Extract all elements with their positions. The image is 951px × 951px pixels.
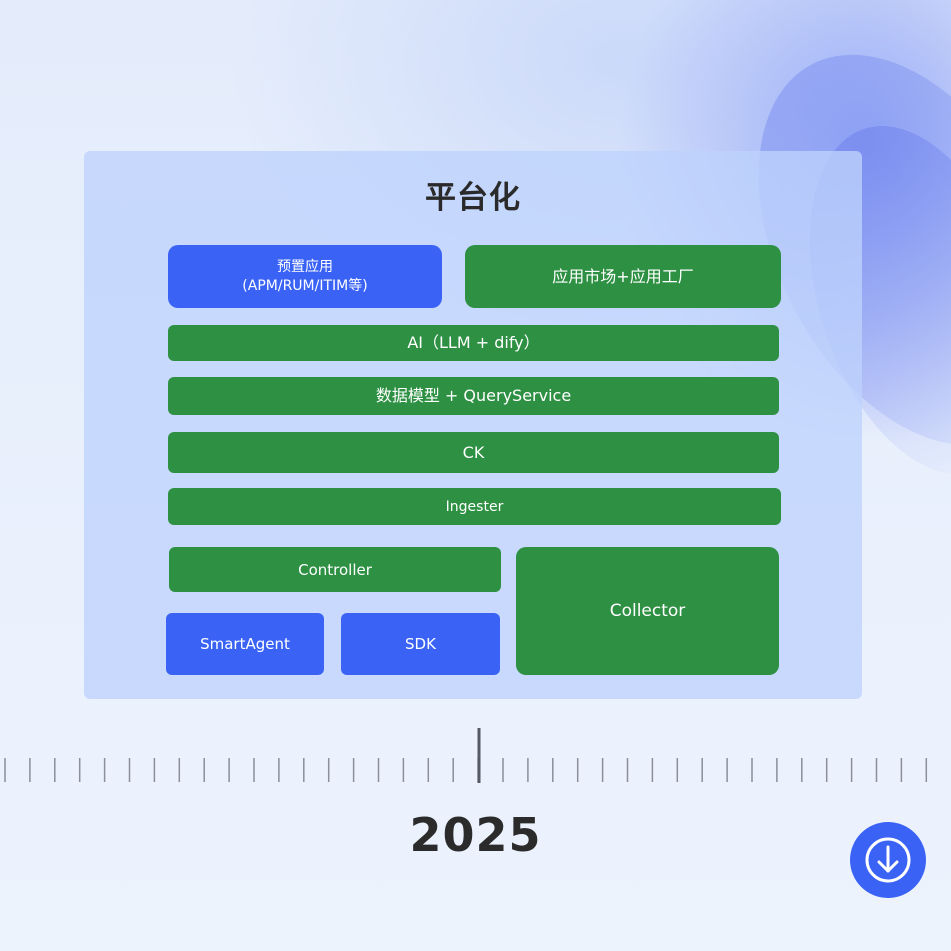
preset-apps-sublabel: (APM/RUM/ITIM等) (242, 277, 368, 294)
timeline-ruler (4, 728, 928, 783)
data-model-label: 数据模型 + QueryService (375, 386, 572, 405)
preset-apps-label: 预置应用 (277, 258, 333, 275)
sdk-label: SDK (405, 635, 436, 653)
preset-apps-block: 预置应用 (APM/RUM/ITIM等) (168, 245, 442, 308)
timeline-year: 2025 (409, 808, 542, 862)
ck-label: CK (462, 442, 485, 462)
controller-block: Controller (169, 547, 501, 592)
ck-block: CK (168, 432, 779, 473)
download-arrow-circle-icon (865, 837, 911, 883)
ai-label: AI（LLM + dify） (407, 333, 540, 352)
diagram-title: 平台化 (425, 180, 521, 216)
smartagent-block: SmartAgent (166, 613, 324, 675)
download-button[interactable] (850, 822, 926, 898)
ingester-block: Ingester (168, 488, 781, 525)
ai-block: AI（LLM + dify） (168, 325, 779, 361)
collector-label: Collector (609, 601, 686, 621)
ingester-label: Ingester (445, 498, 504, 515)
controller-label: Controller (298, 560, 372, 579)
app-market-label: 应用市场+应用工厂 (552, 266, 694, 286)
data-model-block: 数据模型 + QueryService (168, 377, 779, 415)
app-market-block: 应用市场+应用工厂 (465, 245, 781, 308)
collector-block: Collector (516, 547, 779, 675)
sdk-block: SDK (341, 613, 500, 675)
smartagent-label: SmartAgent (200, 635, 290, 653)
